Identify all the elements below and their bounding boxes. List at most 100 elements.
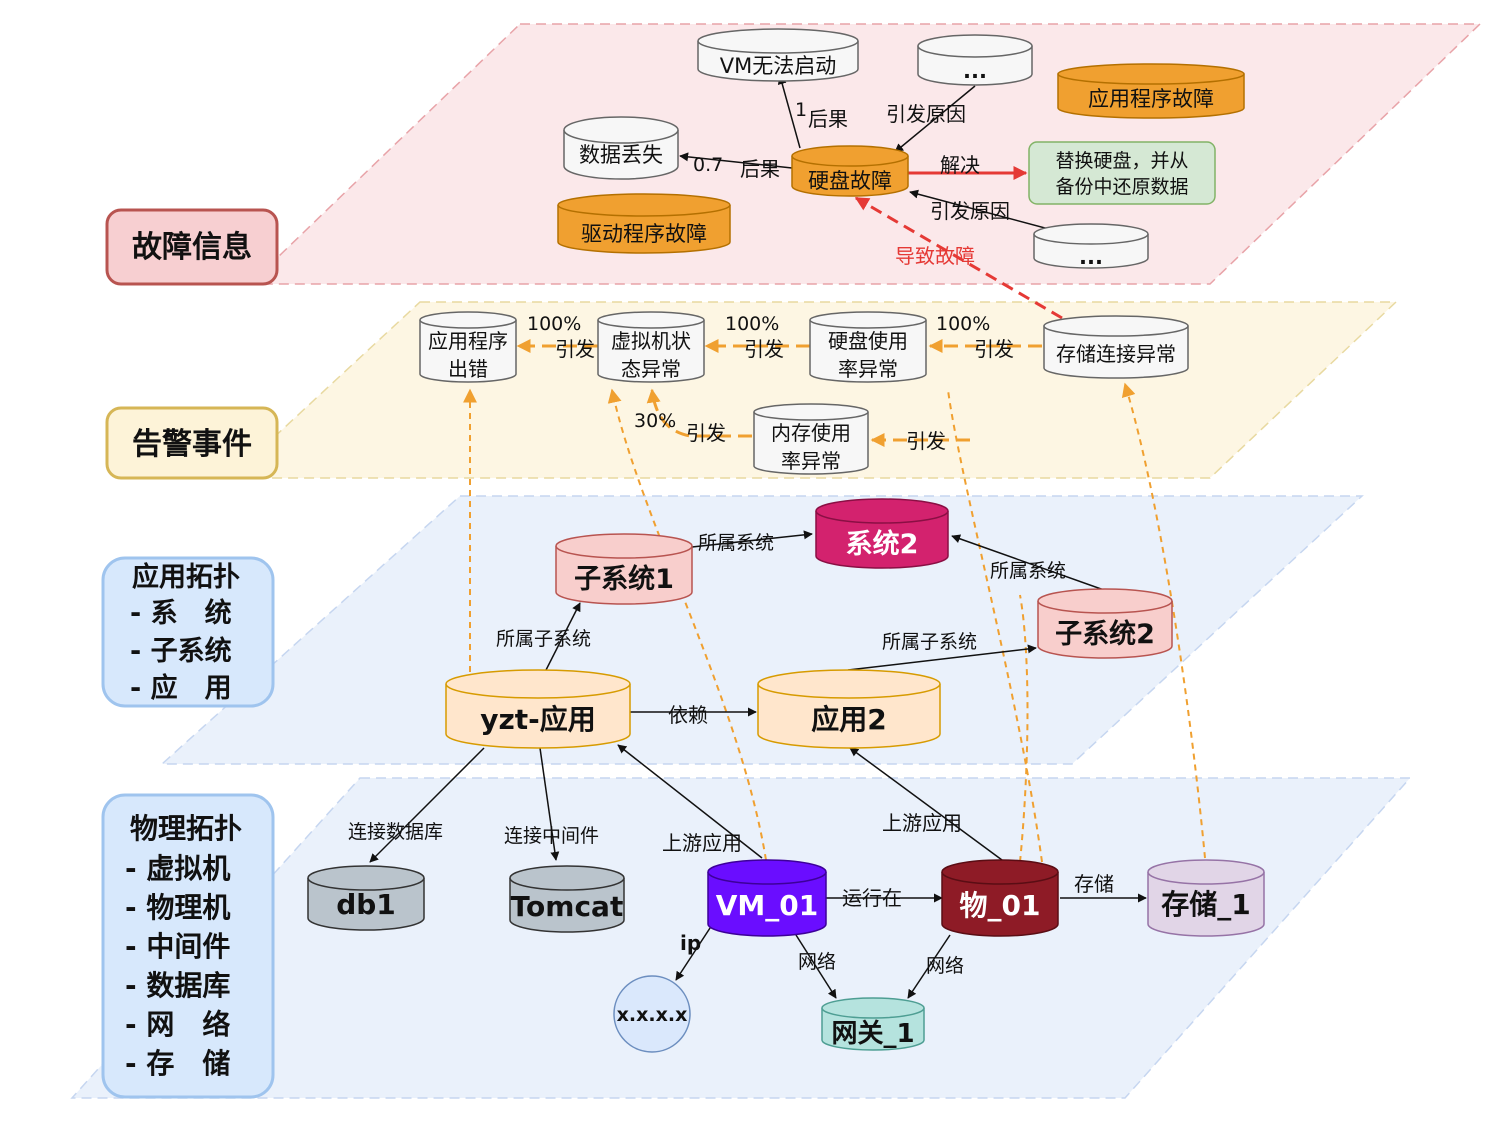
node-gateway-label: 网关_1	[831, 1019, 914, 1049]
phys-topology-line-2: - 物理机	[125, 891, 230, 924]
edge-app2-to-sub2	[847, 644, 1037, 671]
edge-sub1-to-sys2	[691, 530, 813, 548]
edge-yzt-to-tomcat	[539, 747, 560, 861]
node-yzt-label: yzt-应用	[480, 703, 596, 736]
edge-disk-to-loss	[679, 152, 793, 169]
label-vm-net: 网络	[798, 951, 836, 973]
edge-sub2-to-sys2	[951, 534, 1105, 591]
node-ip[interactable]: x.x.x.x	[613, 975, 691, 1053]
node-app-error[interactable]: 应用程序 出错	[419, 311, 517, 383]
app-topology-line-3: - 应 用	[130, 672, 232, 704]
edge-labels: 1 后果 引发原因 0.7 后果 解决 引发原因 导致故障 100% 引发 10…	[348, 99, 1114, 977]
label-vm-trigger: 引发	[744, 337, 784, 361]
phys-topology-line-4: - 数据库	[125, 969, 230, 1002]
node-sys2[interactable]: 系统2	[815, 498, 949, 569]
edge-yzt-to-sub1	[544, 602, 581, 673]
node-subsys2-label: 子系统2	[1055, 618, 1155, 650]
node-dots-bottom[interactable]: ...	[1033, 223, 1149, 269]
label-mem-trigger: 引发	[686, 421, 726, 445]
edge-lead-to-fault	[854, 196, 1063, 320]
node-store1[interactable]: 存储_1	[1147, 859, 1265, 937]
layer-fault-text: 故障信息	[132, 230, 252, 265]
layer-label-phys-topology: 物理拓扑 - 虚拟机 - 物理机 - 中间件 - 数据库 - 网 络 - 存 储	[101, 793, 275, 1099]
node-tomcat-label: Tomcat	[511, 890, 624, 923]
layer-alert-text: 告警事件	[132, 427, 252, 462]
edge-vm01-to-yzt	[617, 744, 763, 859]
phys-topology-line-5: - 网 络	[125, 1008, 230, 1041]
node-app-error-line-1: 出错	[448, 357, 488, 381]
node-dots-top-label: ...	[963, 59, 987, 83]
node-mem-usage-line-1: 率异常	[781, 449, 841, 473]
node-db1[interactable]: db1	[307, 865, 425, 931]
node-driver-fault[interactable]: 驱动程序故障	[557, 193, 731, 254]
node-replace-disk[interactable]: 替换硬盘，并从 备份中还原数据	[1028, 141, 1216, 205]
node-dots-top[interactable]: ...	[917, 34, 1033, 86]
label-store: 存储	[1074, 872, 1114, 896]
label-app2-belong-sub: 所属子系统	[882, 631, 977, 653]
label-vm-pct: 100%	[725, 313, 779, 335]
node-phy01-label: 物_01	[960, 889, 1041, 922]
node-storage-conn[interactable]: 存储连接异常	[1043, 315, 1189, 379]
label-disk-pct: 100%	[936, 313, 990, 335]
label-run-on: 运行在	[842, 886, 902, 910]
node-phy01[interactable]: 物_01	[941, 859, 1059, 937]
node-data-loss[interactable]: 数据丢失	[563, 116, 679, 180]
topology-edges	[369, 530, 1147, 999]
label-lead-to-fault: 导致故障	[895, 244, 975, 268]
node-vm-state-line-1: 态异常	[621, 357, 681, 381]
node-dots-bottom-label: ...	[1079, 245, 1103, 269]
node-vm01[interactable]: VM_01	[707, 859, 827, 937]
label-phy-upstream: 上游应用	[882, 811, 962, 835]
node-disk-fault[interactable]: 硬盘故障	[791, 145, 909, 197]
node-vm-state[interactable]: 虚拟机状 态异常	[597, 311, 705, 383]
edge-phy01-to-app2	[849, 747, 1003, 861]
node-tomcat[interactable]: Tomcat	[509, 865, 625, 933]
node-subsys1-label: 子系统1	[574, 563, 674, 595]
node-vm-state-line-0: 虚拟机状	[611, 329, 691, 353]
label-app-trigger: 引发	[555, 337, 595, 361]
label-disk-trigger: 引发	[974, 337, 1014, 361]
app-topology-line-0: 应用拓扑	[132, 561, 240, 593]
node-gateway[interactable]: 网关_1	[821, 997, 925, 1051]
alert-edges	[516, 339, 1042, 447]
label-loss-result: 后果	[740, 157, 780, 181]
node-app2[interactable]: 应用2	[757, 669, 941, 749]
node-disk-fault-label: 硬盘故障	[808, 169, 892, 193]
phys-topology-line-3: - 中间件	[125, 930, 230, 963]
label-mem-pct: 30%	[634, 410, 676, 432]
label-conn-db: 连接数据库	[348, 821, 443, 843]
node-disk-usage-line-1: 率异常	[838, 357, 898, 381]
layer-label-app-topology: 应用拓扑 - 系 统 - 子系统 - 应 用	[101, 556, 275, 708]
node-mem-usage-line-0: 内存使用	[771, 421, 851, 445]
layer-label-fault: 故障信息	[105, 208, 279, 286]
label-cause-bottom: 引发原因	[930, 199, 1010, 223]
label-ip: ip	[680, 931, 701, 955]
edge-phy01-to-gw	[907, 934, 951, 999]
node-mem-usage[interactable]: 内存使用 率异常	[753, 403, 869, 475]
label-vm-upstream: 上游应用	[662, 831, 742, 855]
label-yzt-belong-sub: 所属子系统	[496, 628, 591, 650]
label-into-mem-trigger: 引发	[906, 429, 946, 453]
node-yzt[interactable]: yzt-应用	[445, 669, 631, 749]
node-data-loss-label: 数据丢失	[579, 143, 663, 167]
label-app-pct: 100%	[527, 313, 581, 335]
label-phy-net: 网络	[926, 955, 964, 977]
app-topology-line-2: - 子系统	[130, 635, 232, 667]
phys-topology-line-0: 物理拓扑	[130, 812, 242, 845]
node-vm-fail[interactable]: VM无法启动	[697, 28, 859, 82]
node-sys2-label: 系统2	[846, 528, 919, 560]
node-disk-usage-line-0: 硬盘使用	[828, 329, 908, 353]
node-ip-label: x.x.x.x	[617, 1004, 688, 1026]
node-subsys2[interactable]: 子系统2	[1037, 588, 1173, 659]
node-replace-line-1: 备份中还原数据	[1055, 176, 1188, 198]
node-app-fault[interactable]: 应用程序故障	[1057, 63, 1245, 119]
phys-topology-line-1: - 虚拟机	[125, 852, 230, 885]
node-disk-usage[interactable]: 硬盘使用 率异常	[809, 311, 927, 383]
phys-topology-line-6: - 存 储	[125, 1047, 230, 1080]
node-subsys1[interactable]: 子系统1	[555, 533, 693, 605]
edge-disk-to-vmfail	[777, 75, 801, 149]
app-topology-line-1: - 系 统	[130, 597, 232, 629]
link-subsys2-to-mem	[1019, 594, 1029, 863]
node-vm-fail-label: VM无法启动	[720, 54, 836, 78]
